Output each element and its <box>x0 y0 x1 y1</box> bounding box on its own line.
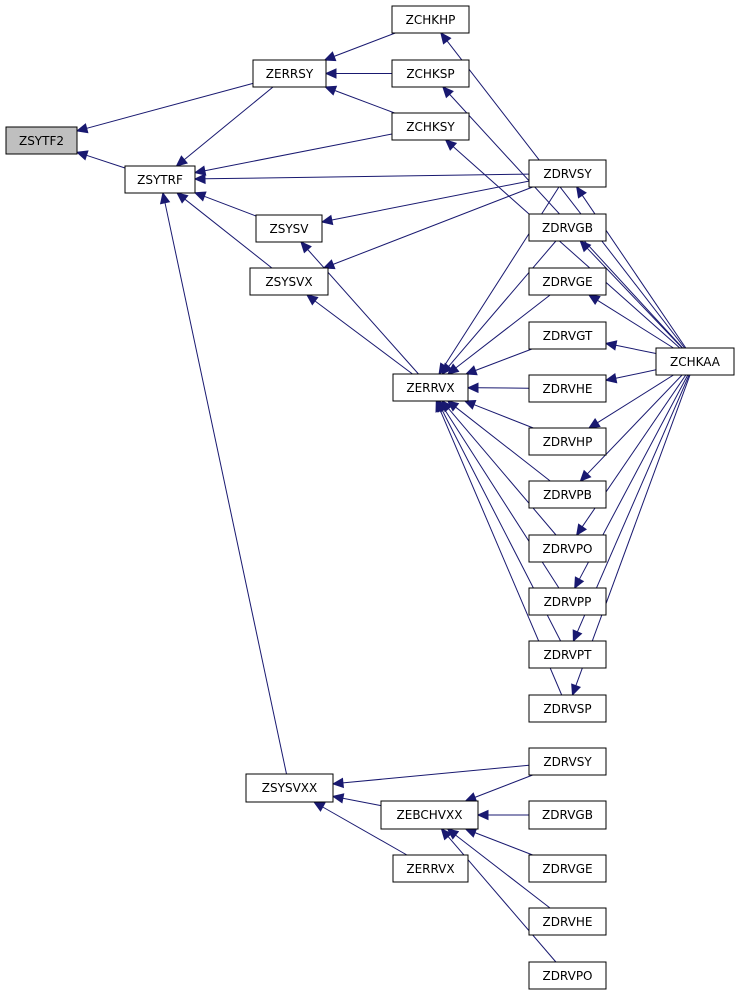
node-label: ZCHKAA <box>670 355 721 369</box>
node-zdrvhe-1[interactable]: ZDRVHE <box>528 374 607 403</box>
edge-zchkaa-to-zdrvsp <box>571 374 691 697</box>
node-label: ZSYSVX <box>265 275 312 289</box>
node-zdrvge-1[interactable]: ZDRVGE <box>528 267 607 296</box>
edge-zdrvgb-1-to-zerrvx-1 <box>441 240 557 375</box>
node-zdrvhe-2[interactable]: ZDRVHE <box>528 907 607 936</box>
node-zdrvpp[interactable]: ZDRVPP <box>528 587 607 616</box>
node-zdrvgb-2[interactable]: ZDRVGB <box>528 800 607 830</box>
node-zchksp[interactable]: ZCHKSP <box>391 59 470 88</box>
node-label: ZDRVPT <box>544 648 593 662</box>
node-zdrvsy-2[interactable]: ZDRVSY <box>528 747 607 776</box>
node-zsytf2[interactable]: ZSYTF2 <box>5 126 78 155</box>
node-label: ZSYTRF <box>137 173 183 187</box>
node-label: ZDRVSY <box>543 167 592 181</box>
node-zchkaa[interactable]: ZCHKAA <box>655 347 735 376</box>
node-label: ZERRVX <box>406 381 454 395</box>
node-zdrvgb-1[interactable]: ZDRVGB <box>528 213 607 242</box>
node-label: ZDRVGB <box>542 221 593 235</box>
node-zerrsy[interactable]: ZERRSY <box>252 59 327 88</box>
edge-zdrvgb-2-to-zebchvxx <box>476 809 529 821</box>
node-zsytrf[interactable]: ZSYTRF <box>124 165 196 194</box>
node-label: ZDRVSY <box>543 755 592 769</box>
node-label: ZDRVPO <box>542 542 592 556</box>
edge-zdrvge-1-to-zerrvx-1 <box>446 294 551 375</box>
edge-zchkaa-to-zchksy <box>444 139 681 349</box>
node-label: ZDRVGE <box>542 862 592 876</box>
edge-zerrsy-to-zsytf2 <box>75 82 254 134</box>
edge-zchksy-to-zerrsy <box>324 85 395 114</box>
edge-zchkaa-to-zdrvgt <box>604 340 657 354</box>
node-zdrvpo-1[interactable]: ZDRVPO <box>528 534 607 563</box>
edge-zchksy-to-zsytrf <box>193 133 393 176</box>
edge-zdrvpo-2-to-zebchvxx <box>440 828 557 963</box>
call-edges <box>75 32 691 963</box>
node-zerrvx-1[interactable]: ZERRVX <box>392 373 469 402</box>
node-label: ZERRSY <box>266 67 314 81</box>
edge-zdrvsy-1-to-zsysvx <box>322 186 533 270</box>
edge-zerrvx-1-to-zsysv <box>300 241 419 375</box>
node-label: ZDRVPB <box>543 488 592 502</box>
node-label: ZDRVPP <box>544 595 592 609</box>
edge-zchkaa-to-zdrvge-1 <box>587 294 674 349</box>
edge-zsysv-to-zsytrf <box>193 191 257 217</box>
node-label: ZERRVX <box>406 862 454 876</box>
node-zchksy[interactable]: ZCHKSY <box>391 112 470 141</box>
edge-zdrvsy-1-to-zsytrf <box>193 173 530 185</box>
edge-zdrvhp-to-zerrvx-1 <box>463 399 534 429</box>
edge-zchkaa-to-zdrvhe-1 <box>604 369 657 384</box>
node-zchkhp[interactable]: ZCHKHP <box>391 5 470 34</box>
node-label: ZDRVGE <box>542 275 592 289</box>
edge-zdrvhe-1-to-zerrvx-1 <box>466 382 530 394</box>
edge-zdrvsy-2-to-zsysvxx <box>331 764 530 789</box>
edge-zchkaa-to-zdrvhp <box>587 374 674 429</box>
edge-zchkhp-to-zerrsy <box>323 32 396 62</box>
node-label: ZDRVGB <box>542 808 593 822</box>
edge-zdrvsy-1-to-zsysv <box>320 180 530 226</box>
edge-zsysvx-to-zsytrf <box>176 192 273 269</box>
edge-zdrvgt-to-zerrvx-1 <box>464 348 533 376</box>
node-label: ZSYSVXX <box>262 781 317 795</box>
node-label: ZEBCHVXX <box>397 808 463 822</box>
edge-zchkaa-to-zdrvpb <box>579 374 683 482</box>
node-zdrvpo-2[interactable]: ZDRVPO <box>528 961 607 990</box>
node-label: ZDRVGT <box>543 329 593 343</box>
node-label: ZSYTF2 <box>19 134 64 148</box>
edge-zchkaa-to-zdrvgb-1 <box>579 240 683 349</box>
edge-zerrvx-1-to-zsysvx <box>306 294 413 375</box>
node-zebchvxx[interactable]: ZEBCHVXX <box>380 800 479 830</box>
node-label: ZCHKHP <box>406 13 456 27</box>
edge-zsytrf-to-zsytf2 <box>75 150 126 169</box>
node-zsysvx[interactable]: ZSYSVX <box>249 267 329 296</box>
node-label: ZDRVHE <box>543 382 593 396</box>
edge-zsysvxx-to-zsytrf <box>159 191 287 775</box>
node-zdrvsy-1[interactable]: ZDRVSY <box>528 159 607 188</box>
edge-zerrsy-to-zsytrf <box>175 86 274 167</box>
node-zerrvx-2[interactable]: ZERRVX <box>392 854 469 883</box>
node-zdrvhp[interactable]: ZDRVHP <box>528 427 607 456</box>
node-zsysvxx[interactable]: ZSYSVXX <box>245 773 334 803</box>
node-label: ZCHKSP <box>406 67 454 81</box>
node-zsysv[interactable]: ZSYSV <box>255 214 323 243</box>
edge-zchkaa-to-zchkhp <box>440 32 685 349</box>
edge-zerrvx-2-to-zsysvxx <box>312 801 408 856</box>
node-label: ZSYSV <box>270 222 310 236</box>
edge-zdrvsy-2-to-zebchvxx <box>464 774 533 803</box>
edge-zdrvpo-1-to-zerrvx-1 <box>441 400 557 536</box>
node-label: ZCHKSY <box>406 120 455 134</box>
node-zdrvge-2[interactable]: ZDRVGE <box>528 854 607 883</box>
edge-zebchvxx-to-zsysvxx <box>331 793 382 807</box>
node-label: ZDRVPO <box>542 969 592 983</box>
node-zdrvpt[interactable]: ZDRVPT <box>528 640 607 669</box>
node-label: ZDRVHP <box>543 435 593 449</box>
node-label: ZDRVSP <box>543 702 591 716</box>
node-zdrvgt[interactable]: ZDRVGT <box>528 321 607 350</box>
node-label: ZDRVHE <box>543 915 593 929</box>
edge-zchksp-to-zerrsy <box>324 68 392 79</box>
node-zdrvsp[interactable]: ZDRVSP <box>528 694 607 723</box>
node-zdrvpb[interactable]: ZDRVPB <box>528 480 607 509</box>
